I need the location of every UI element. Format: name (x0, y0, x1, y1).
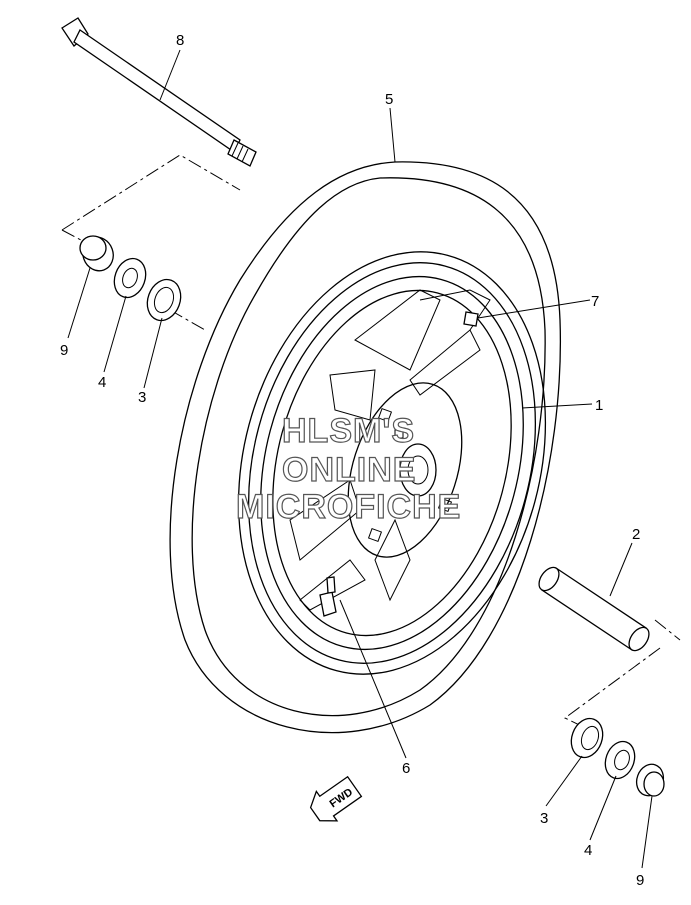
callout-9-left: 9 (60, 342, 68, 359)
watermark: HLSM'S ONLINE MICROFICHE (235, 411, 461, 526)
callout-8: 8 (176, 32, 184, 49)
hub (347, 382, 463, 558)
right-bearing (570, 717, 604, 759)
left-collar (79, 235, 114, 272)
left-oil-seal (113, 257, 147, 299)
tire (169, 161, 562, 734)
right-oil-seal (604, 740, 636, 780)
callout-2: 2 (632, 526, 640, 543)
callout-4-right: 4 (584, 842, 592, 859)
axle-spacer (538, 566, 650, 652)
callout-9-right: 9 (636, 872, 644, 889)
tire-valve (319, 576, 337, 617)
callout-3-left: 3 (138, 389, 146, 406)
wheel-spokes (289, 289, 491, 611)
watermark-line-3: MICROFICHE (236, 488, 461, 526)
callout-6: 6 (402, 760, 410, 777)
watermark-line-1: HLSM'S (282, 412, 415, 450)
callout-7: 7 (591, 293, 599, 310)
callout-4-left: 4 (98, 374, 106, 391)
right-collar (635, 763, 665, 797)
balance-weight (463, 311, 479, 327)
left-bearing (146, 278, 182, 322)
front-axle (61, 17, 257, 167)
callout-1: 1 (595, 397, 603, 414)
callout-5: 5 (385, 91, 393, 108)
fwd-arrow-icon: FWD (309, 775, 363, 822)
watermark-line-2: ONLINE (282, 451, 416, 489)
leader-lines (67, 49, 653, 869)
callout-3-right: 3 (540, 810, 548, 827)
rim (237, 251, 547, 675)
